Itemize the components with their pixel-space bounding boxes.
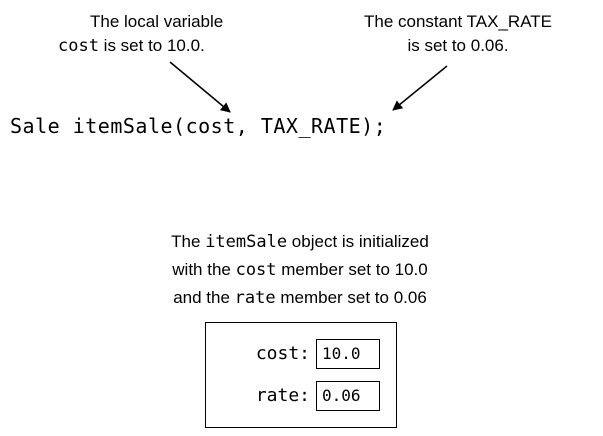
field-label-rate: rate: (255, 385, 310, 406)
cost-annotation-line1: The local variable (90, 12, 224, 31)
cost-annotation-line2: cost is set to 10.0. (58, 34, 358, 58)
cost-annotation: The local variable cost is set to 10.0. (58, 10, 358, 58)
description-rate-code: rate (234, 288, 276, 308)
description-line1: The itemSale object is initialized (171, 232, 429, 252)
object-description: The itemSale object is initialized with … (80, 228, 520, 312)
description-itemsale-code: itemSale (205, 232, 288, 252)
cost-arrow (169, 61, 231, 113)
description-line2: with the cost member set to 10.0 (172, 260, 428, 280)
description-line3: and the rate member set to 0.06 (173, 288, 427, 308)
cost-annotation-code: cost (58, 36, 99, 56)
field-value-rate: 0.06 (316, 381, 380, 411)
field-label-cost: cost: (255, 343, 310, 364)
object-field-rate: rate: 0.06 (206, 381, 396, 413)
cost-annotation-rest: is set to 10.0. (98, 36, 205, 55)
rate-annotation-line1: The constant TAX_RATE (363, 12, 553, 31)
rate-annotation: The constant TAX_RATE is set to 0.06. (318, 10, 598, 58)
code-statement: Sale itemSale(cost, TAX_RATE); (10, 114, 387, 138)
field-value-cost: 10.0 (316, 339, 380, 369)
rate-arrow (392, 65, 448, 111)
itemsale-object-box: cost: 10.0 rate: 0.06 (205, 322, 397, 428)
object-field-cost: cost: 10.0 (206, 339, 396, 371)
rate-annotation-line2: is set to 0.06. (407, 36, 509, 55)
description-cost-code: cost (235, 260, 277, 280)
